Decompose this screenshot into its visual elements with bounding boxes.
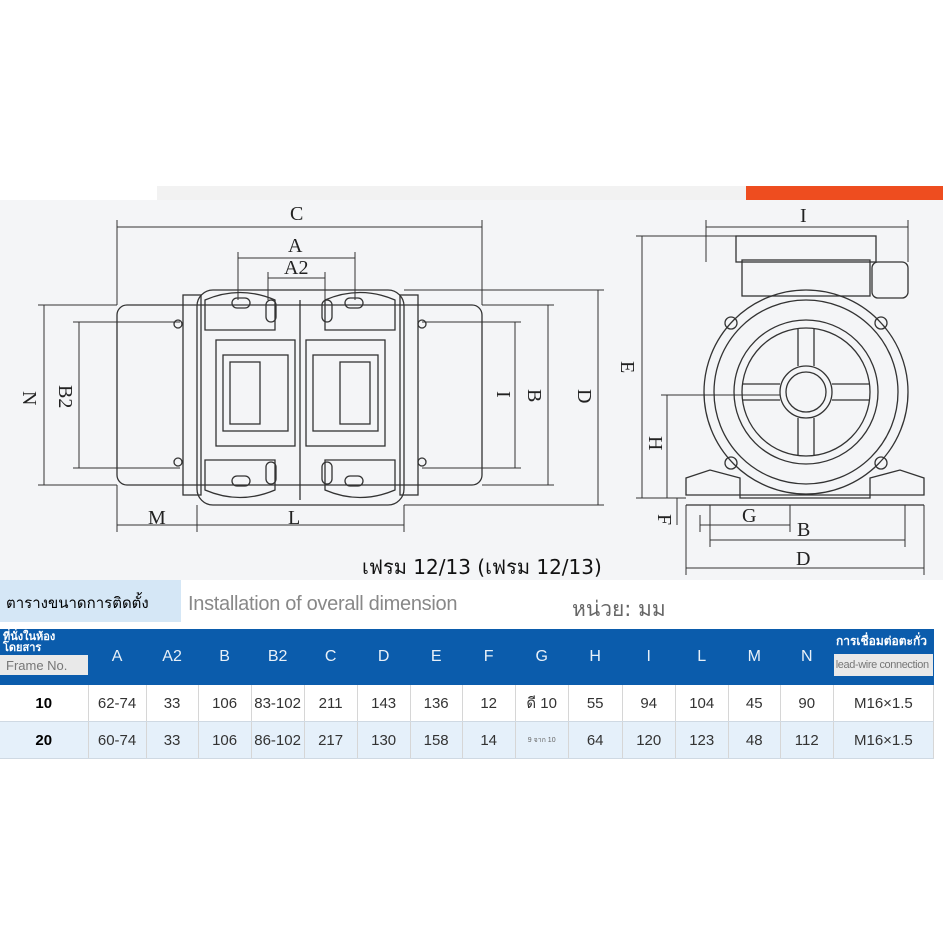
header-frame-no: ที่นั่งในห้องโดยสารหมายเลข Frame No. bbox=[0, 629, 89, 685]
dim-label-d: D bbox=[573, 389, 595, 403]
terminal-box-outline bbox=[735, 235, 877, 263]
table-row: 10 62-74 33 106 83-102 211 143 136 12 ดี… bbox=[0, 685, 935, 722]
title-thai: ตารางขนาดการติดตั้ง bbox=[6, 594, 149, 612]
dim-label-h: H bbox=[644, 436, 666, 450]
header-col-m: M bbox=[728, 629, 781, 685]
cell: 120 bbox=[622, 721, 676, 759]
cell: 12 bbox=[462, 685, 516, 722]
cell: 62-74 bbox=[88, 685, 147, 722]
dim-label-n: N bbox=[18, 391, 40, 405]
motor-foot-outline bbox=[685, 469, 925, 499]
dim-label-b-end: B bbox=[797, 519, 810, 541]
unit-label: หน่วย: มม bbox=[572, 597, 666, 621]
dim-label-g: G bbox=[742, 505, 756, 527]
header-col-a2: A2 bbox=[146, 629, 199, 685]
cell-lead: M16×1.5 bbox=[833, 685, 935, 722]
cell: 106 bbox=[198, 721, 252, 759]
dimension-drawing-svg: C A A2 N B2 I B D M L I E H F G B D bbox=[18, 203, 925, 575]
table-row: 20 60-74 33 106 86-102 217 130 158 14 9 … bbox=[0, 721, 935, 759]
cell: 83-102 bbox=[251, 685, 305, 722]
dim-label-e: E bbox=[616, 361, 638, 373]
dim-label-b: B bbox=[523, 389, 545, 402]
dim-label-a2: A2 bbox=[284, 257, 308, 279]
cell: 130 bbox=[357, 721, 411, 759]
cell-lead: M16×1.5 bbox=[833, 721, 935, 759]
cell: 136 bbox=[410, 685, 463, 722]
cell: 33 bbox=[146, 721, 199, 759]
header-col-d: D bbox=[357, 629, 411, 685]
header-col-g: G bbox=[515, 629, 569, 685]
header-col-b: B bbox=[198, 629, 252, 685]
cell: 94 bbox=[622, 685, 676, 722]
cell: 90 bbox=[780, 685, 834, 722]
motor-end-outer-circle bbox=[703, 289, 909, 495]
header-col-a: A bbox=[88, 629, 147, 685]
cell: 45 bbox=[728, 685, 781, 722]
cell: 112 bbox=[780, 721, 834, 759]
header-lead-wire: การเชื่อมต่อตะกั่ว lead-wire connection bbox=[833, 629, 935, 685]
cell: 86-102 bbox=[251, 721, 305, 759]
dim-label-i-end: I bbox=[800, 205, 807, 227]
cell: 33 bbox=[146, 685, 199, 722]
cell: 158 bbox=[410, 721, 463, 759]
header-col-n: N bbox=[780, 629, 834, 685]
cell: 123 bbox=[675, 721, 729, 759]
cell: 106 bbox=[198, 685, 252, 722]
header-col-c: C bbox=[304, 629, 358, 685]
left-window-outer bbox=[215, 339, 296, 447]
dim-label-m: M bbox=[148, 507, 166, 529]
dim-label-l: L bbox=[288, 507, 300, 529]
header-frame-thai: ที่นั่งในห้องโดยสารหมายเลข bbox=[3, 630, 56, 655]
top-accent-bar bbox=[746, 186, 943, 200]
right-window-outer bbox=[305, 339, 386, 447]
header-col-h: H bbox=[568, 629, 623, 685]
cell: 55 bbox=[568, 685, 623, 722]
table-header-row: ที่นั่งในห้องโดยสารหมายเลข Frame No. A A… bbox=[0, 629, 935, 685]
right-window-inner bbox=[312, 354, 379, 432]
motor-frame-outline bbox=[196, 289, 405, 506]
header-col-b2: B2 bbox=[251, 629, 305, 685]
header-col-f: F bbox=[462, 629, 516, 685]
cell: ดี 10 bbox=[515, 685, 569, 722]
dim-label-a: A bbox=[288, 235, 303, 257]
dim-label-b2: B2 bbox=[54, 385, 76, 408]
header-lead-english: lead-wire connection bbox=[833, 654, 933, 676]
dim-label-f: F bbox=[653, 514, 675, 525]
cell: 104 bbox=[675, 685, 729, 722]
cell: 48 bbox=[728, 721, 781, 759]
cell: 211 bbox=[304, 685, 358, 722]
dim-label-d-end: D bbox=[796, 548, 810, 570]
left-clamp-bar bbox=[182, 294, 202, 496]
header-lead-thai: การเชื่อมต่อตะกั่ว bbox=[835, 634, 927, 648]
title-english: Installation of overall dimension bbox=[188, 593, 458, 615]
cell-frame: 20 bbox=[0, 721, 89, 759]
header-frame-english: Frame No. bbox=[0, 655, 88, 675]
cell: 217 bbox=[304, 721, 358, 759]
cell: 60-74 bbox=[88, 721, 147, 759]
left-window-inner bbox=[222, 354, 289, 432]
right-clamp-bar bbox=[399, 294, 419, 496]
header-col-i: I bbox=[622, 629, 676, 685]
header-col-l: L bbox=[675, 629, 729, 685]
cell: 14 bbox=[462, 721, 516, 759]
dimension-table: ที่นั่งในห้องโดยสารหมายเลข Frame No. A A… bbox=[0, 629, 935, 759]
title-thai-background bbox=[0, 580, 181, 622]
dim-label-i: I bbox=[492, 391, 514, 398]
cable-gland-outline bbox=[871, 261, 909, 299]
technical-drawing: C A A2 N B2 I B D M L I E H F G B D bbox=[0, 200, 943, 580]
cell: 9 จาก 10 bbox=[515, 721, 569, 759]
dim-label-c: C bbox=[290, 203, 303, 225]
cell: 143 bbox=[357, 685, 411, 722]
header-col-e: E bbox=[410, 629, 463, 685]
frame-caption: เฟรม 12/13 (เฟรม 12/13) bbox=[362, 555, 602, 579]
cell: 64 bbox=[568, 721, 623, 759]
cell-frame: 10 bbox=[0, 685, 89, 722]
